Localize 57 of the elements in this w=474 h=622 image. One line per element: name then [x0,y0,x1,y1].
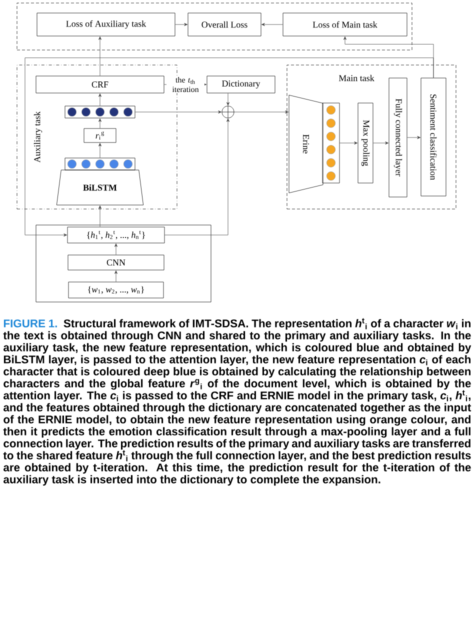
dictionary-box: Dictionary [206,76,276,94]
feature-box: {h$_{1}$$^{t}$, h$_{2}$$^{t}$, ..., h$_{n}$$^{t}$} [67,226,165,244]
label: FIGURE 1. [4,319,57,328]
caption: attention layer. The c$_{i}$ is passed to the CRF and ERNIE model in the primary task, c$_{i}$, h$^{t}$ [4,390,465,402]
caption: character that is coloured deep blue is obtained by calculating the relationship between [4,367,470,378]
layer-trapezoid: Erine [288,94,324,194]
edge-label: the t$_{th}$ iteration [166,76,204,94]
caption: of the ERNIE model, to obtain the new feature representation using orange colour, and [4,415,470,426]
dashed-group-box [16,2,412,50]
arrow [98,206,102,227]
arrow [226,93,230,106]
layer-trapezoid: BiLSTM [56,170,144,206]
layer-box: CRF [36,76,164,94]
caption: and the features obtained through the dictionary are concatenated together as the input [4,403,472,414]
caption: BiLSTM layer, is passed to the attention layer, the new feature representation c$_{i}$ of each [4,355,470,366]
caption: then it predicts the emotion classification result through a max-pooling layer and a full [3,427,470,438]
arrow [340,142,358,144]
loss-box: Loss of Main task [282,12,408,36]
arrow [262,23,283,26]
caption: auxiliary task, the new feature representation, which is coloured blue and obtained by [4,343,472,354]
caption: $_{i}$, [466,396,470,402]
arrow [175,23,188,26]
arrow [135,110,222,114]
caption: are obtained by t-iteration. At this time, the prediction result for the t-iteration of the [4,463,471,474]
caption: $_{i}$ of the document level, which is obtained by the [200,379,471,390]
caption: FIGURE 1. Structural framework of IMT-SDSA. The representation h$^{t}$$_{i}$ of a character w$_{i}$ in the text is obtained through CNN and shared to the primary and auxiliary tasks. In the auxiliary task, the new feature representation, which is coloured blue and obtained by BiLSTM layer, is passed to the attention layer, the new feature representation c$_{i}$ of each character that is coloured deep blue is obtained by calculating the relationship between characters and the global feature r$^{g}$$_{i}$ of the document level, which is obtained by the attention layer. The c$_{i}$ is passed to the CRF and ERNIE model in the primary task, c$_{i}$, h$^{t}$$_{i}$, and the features obtained through the dictionary are concatenated together as the input of the ERNIE model, to obtain the new feature representation using orange colour, and then it predicts the emotion classification result through a max-pooling layer and a full connection layer. The prediction results of the primary and auxiliary tasks are transferred to the shared feature h$^{t}$$_{i}$ through the full connection layer, and the best prediction results are obtained by t-iteration. At this time, the prediction result for the t-iteration of the auxiliary task is inserted into the dictionary to complete the expansion. [3,318,472,486]
feature-bar [64,106,136,118]
concat-circle [222,106,234,118]
arrow [234,110,288,114]
input-group-box [36,224,212,302]
layer-box: Sentiment classification [420,78,446,196]
caption: the text is obtained through CNN and shared to the primary and auxiliary tasks. In the [3,331,471,342]
caption: $_{i}$ through the full connection layer, and the best prediction results [126,451,471,462]
arrow [373,142,388,144]
feature-bar [322,102,340,184]
arrow [24,58,434,236]
caption: $_{i}$ of a character w$_{i}$ in [366,319,470,330]
layer-box: Max pooling [358,102,374,184]
loss-box: Loss of Auxiliary task [36,12,176,36]
caption: characters and the global feature r$^{g}$ [4,379,200,390]
caption: auxiliary task is inserted into the dictionary to complete the expansion. [4,475,380,486]
feature-bar [64,158,136,170]
arrow [98,143,102,158]
arrow [114,270,118,282]
arrow [164,118,230,236]
arrow [98,36,102,76]
layer-box: Fully connected layer [388,78,408,198]
input-box: {w$_{1}$, w$_{2}$, ..., w$_{n}$} [68,282,164,298]
arrow [114,244,118,255]
arrow [98,94,102,106]
layer-box: CNN [68,254,164,270]
caption: Structural framework of IMT-SDSA. The representation h$^{t}$ [64,318,364,330]
caption: to the shared feature h$^{t}$ [3,450,126,460]
caption: connection layer. The prediction results of the primary and auxiliary tasks are transferred [4,439,470,450]
loss-box: Overall Loss [188,12,262,36]
arrow [407,136,420,139]
arrow [98,118,102,128]
